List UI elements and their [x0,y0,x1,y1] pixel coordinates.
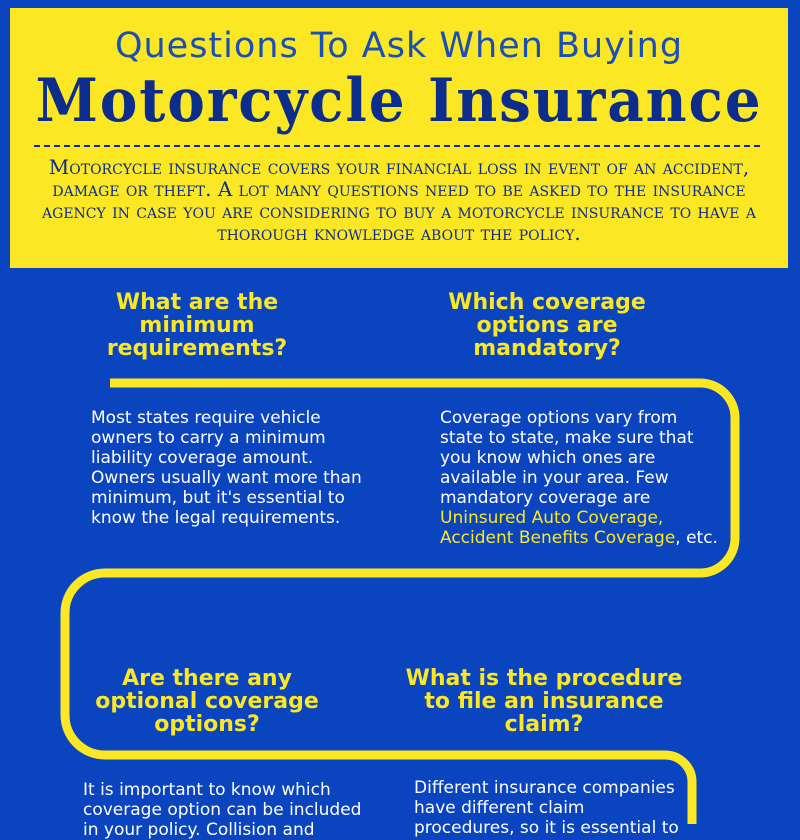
question-claim-procedure: What is the procedure to file an insuran… [405,666,683,737]
answer-optional-coverage: It is important to know which coverage o… [83,780,362,840]
question-mandatory-coverage: Which coverage options are mandatory? [448,290,646,361]
answer-claim-procedure: Different insurance companies have diffe… [414,778,679,838]
intro-description: Motorcycle insurance covers your financi… [42,155,756,245]
title-line-2: Motorcycle Insurance [35,66,763,136]
title-line-1: Questions To Ask When Buying [114,26,684,66]
question-minimum-requirements: What are the minimum requirements? [106,290,288,361]
dashed-divider [34,145,760,147]
title-banner: Questions To Ask When Buying Motorcycle … [10,8,788,268]
link-accident-benefits-coverage[interactable]: Accident Benefits Coverage [440,528,676,548]
answer-mandatory-coverage: Coverage options vary from state to stat… [440,408,722,548]
question-optional-coverage: Are there any optional coverage options? [95,666,319,737]
link-uninsured-auto-coverage[interactable]: Uninsured Auto Coverage, [440,508,664,528]
answer-mandatory-end: , etc. [675,528,718,548]
answer-minimum-requirements: Most states require vehicle owners to ca… [91,408,362,528]
answer-mandatory-intro: Coverage options vary from state to stat… [440,408,694,508]
